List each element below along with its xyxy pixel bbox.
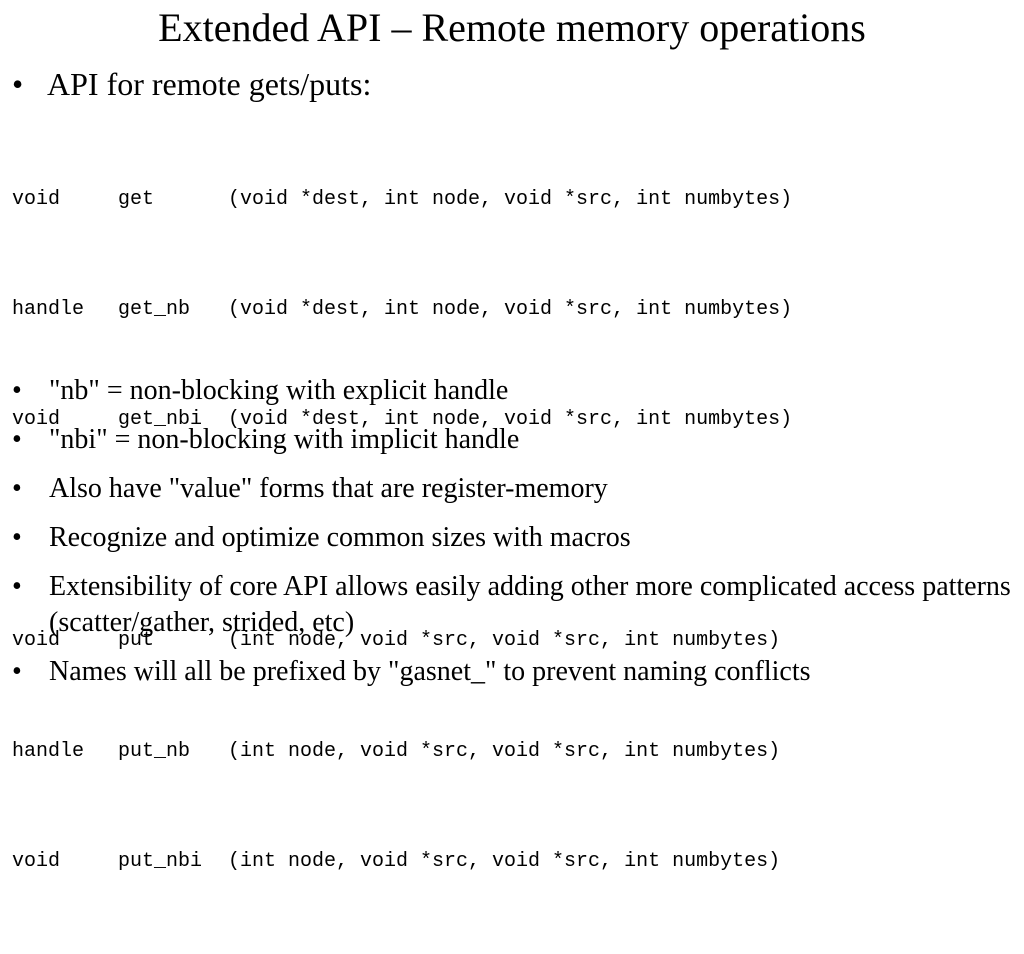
bullet-glyph: • [12,571,22,602]
slide: Extended API – Remote memory operations … [12,5,1022,873]
lead-bullet-text: API for remote gets/puts: [47,66,372,102]
code-return-type: handle [12,297,85,321]
list-item: • "nb" = non-blocking with explicit hand… [12,373,1022,409]
bullet-glyph: • [12,66,24,102]
code-arguments: (void *dest, int node, void *src, int nu… [228,408,793,432]
list-item: • Recognize and optimize common sizes wi… [12,520,1022,556]
code-return-type: void [12,629,61,653]
code-arguments: (int node, void *src, void *src, int num… [228,629,781,653]
list-item: • Extensibility of core API allows easil… [12,569,1022,641]
slide-title: Extended API – Remote memory operations [158,5,866,50]
bullet-list: • "nb" = non-blocking with explicit hand… [12,373,1022,703]
bullet-text: "nb" = non-blocking with explicit handle [49,375,509,406]
list-item: • "nbi" = non-blocking with implicit han… [12,422,1022,458]
code-line: handle get_nb (void *dest, int node, void … [12,292,792,329]
code-function-name: get_nbi [118,408,203,432]
code-line: void get_nbi (void *dest, int node, void *… [12,402,792,439]
code-function-name: get_nb [118,297,191,321]
code-arguments: (int node, void *src, void *src, int num… [228,739,781,763]
bullet-glyph: • [12,424,22,455]
code-line: void get (void *dest, int node, void *src,… [12,182,792,219]
code-arguments: (int node, void *src, void *src, int num… [228,849,781,873]
list-item: • Names will all be prefixed by "gasnet_… [12,654,1022,690]
bullet-text: Extensibility of core API allows easily … [49,571,1011,638]
bullet-glyph: • [12,656,22,687]
code-line: void put_nbi (int node, void *src, void *s… [12,844,792,881]
bullet-text: "nbi" = non-blocking with implicit handl… [49,424,520,455]
code-return-type: void [12,408,61,432]
bullet-glyph: • [12,473,22,504]
bullet-text: Recognize and optimize common sizes with… [49,522,631,553]
bullet-glyph: • [12,375,22,406]
bullet-text: Also have "value" forms that are registe… [49,473,608,504]
list-item: • Also have "value" forms that are regis… [12,471,1022,507]
code-arguments: (void *dest, int node, void *src, int nu… [228,297,793,321]
code-function-name: put_nbi [118,849,203,873]
code-return-type: void [12,187,61,211]
code-function-name: put_nb [118,739,191,763]
code-arguments: (void *dest, int node, void *src, int nu… [228,187,793,211]
code-line: void put (int node, void *src, void *src, … [12,623,792,660]
code-line: handle put_nb (int node, void *src, void *… [12,734,792,771]
lead-bullet: • API for remote gets/puts: [12,64,371,104]
code-return-type: void [12,849,61,873]
bullet-text: Names will all be prefixed by "gasnet_" … [49,656,811,687]
code-function-name: put [118,629,155,653]
bullet-glyph: • [12,522,22,553]
code-function-name: get [118,187,155,211]
code-return-type: handle [12,739,85,763]
